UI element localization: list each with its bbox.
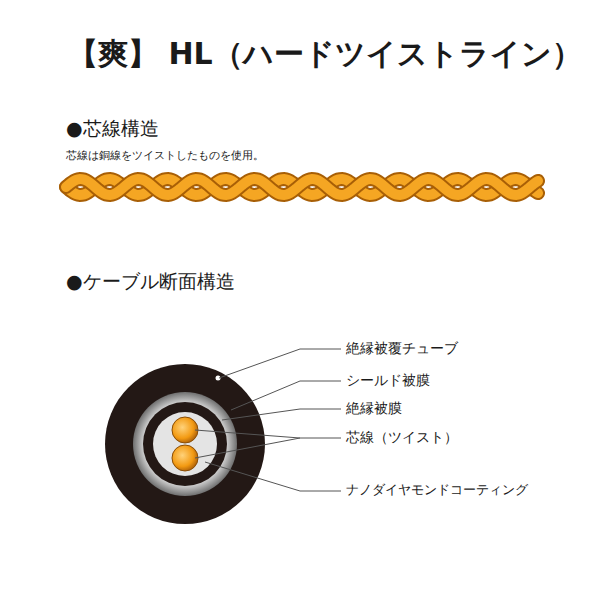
leader-line bbox=[195, 430, 341, 438]
core-wire bbox=[172, 417, 198, 443]
leader-line bbox=[219, 349, 341, 378]
cable-cross-section bbox=[105, 364, 265, 524]
wire-strand bbox=[66, 179, 538, 195]
leader-line bbox=[231, 381, 341, 410]
leader-line bbox=[205, 462, 341, 491]
part-label: 絶縁被覆チューブ bbox=[346, 340, 458, 357]
shield-film bbox=[133, 392, 237, 496]
insulation-tube bbox=[105, 364, 265, 524]
part-label: ナノダイヤモンドコーティング bbox=[346, 482, 528, 498]
insulation-film bbox=[143, 402, 227, 486]
section-heading: ●ケーブル断面構造 bbox=[66, 270, 235, 293]
leader-line bbox=[222, 409, 341, 420]
part-label: 芯線（ツイスト） bbox=[346, 429, 458, 446]
note: 芯線は銅線をツイストしたものを使用。 bbox=[66, 149, 264, 162]
twisted-wire bbox=[66, 179, 538, 195]
wire-strand bbox=[66, 179, 538, 195]
part-label: 絶縁被膜 bbox=[346, 400, 402, 417]
wire-strand bbox=[66, 179, 538, 195]
core-wire bbox=[172, 445, 198, 471]
title: 【爽】 HL（ハードツイストライン） bbox=[68, 36, 582, 72]
wire-strand bbox=[66, 179, 538, 195]
leader-line bbox=[195, 438, 300, 458]
leader-lines bbox=[195, 349, 341, 491]
part-label: シールド被膜 bbox=[346, 372, 430, 389]
inner-fill bbox=[153, 412, 217, 476]
section-heading: ●芯線構造 bbox=[66, 117, 159, 140]
